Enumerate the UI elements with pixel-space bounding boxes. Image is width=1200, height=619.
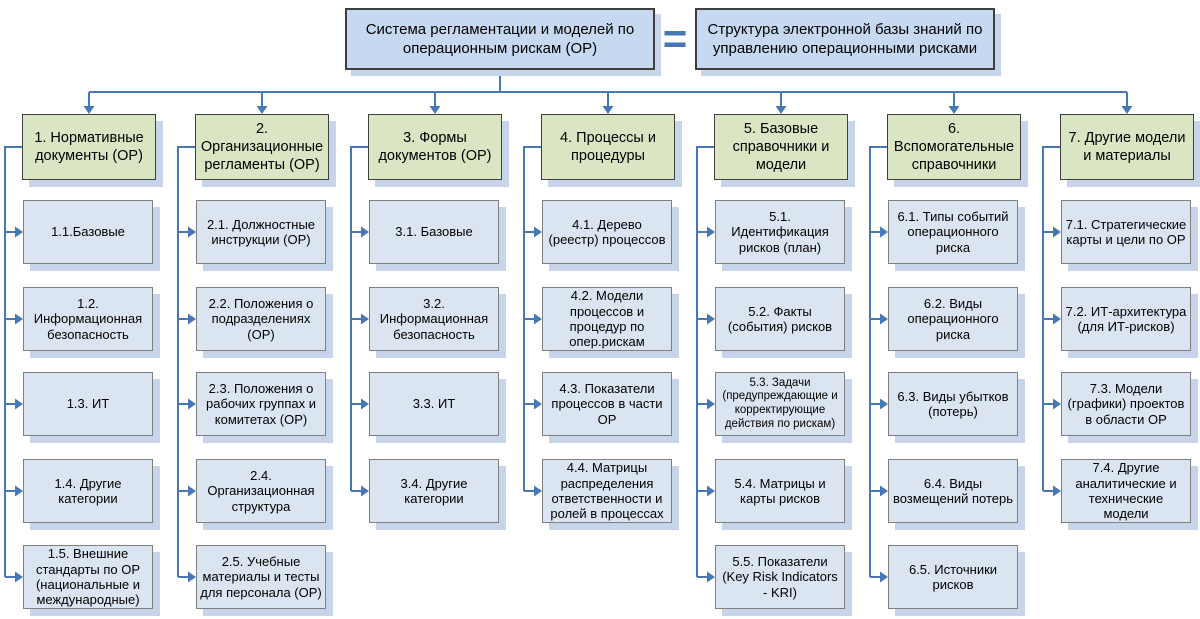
column-item: 3.2. Информационная безопасность <box>369 287 499 351</box>
column-header: 4. Процессы и процедуры <box>541 114 675 180</box>
top-box-knowledge-base: Структура электронной базы знаний по упр… <box>695 8 995 70</box>
column-item: 6.1. Типы событий операционного риска <box>888 200 1018 264</box>
column-item: 5.1. Идентификация рисков (план) <box>715 200 845 264</box>
column-item: 2.2. Положения о подразделениях (ОР) <box>196 287 326 351</box>
column-item: 4.2. Модели процессов и процедур по опер… <box>542 287 672 351</box>
column-item: 1.4. Другие категории <box>23 459 153 523</box>
column-item: 1.2. Информационная безопасность <box>23 287 153 351</box>
column-item: 6.3. Виды убытков (потерь) <box>888 372 1018 436</box>
column-item: 5.5. Показатели (Key Risk Indicators - K… <box>715 545 845 609</box>
column-item: 6.4. Виды возмещений потерь <box>888 459 1018 523</box>
equals-sign: = <box>662 15 688 62</box>
column-header: 2. Организационные регламенты (ОР) <box>195 114 329 180</box>
column-item: 2.5. Учебные материалы и тесты для персо… <box>196 545 326 609</box>
column-item: 7.3. Модели (графики) проектов в области… <box>1061 372 1191 436</box>
top-box-regulation-system: Система регламентации и моделей по опера… <box>345 8 655 70</box>
column-header: 7. Другие модели и материалы <box>1060 114 1194 180</box>
column-item: 3.3. ИТ <box>369 372 499 436</box>
column-item: 7.4. Другие аналитические и технические … <box>1061 459 1191 523</box>
column-item: 3.4. Другие категории <box>369 459 499 523</box>
column-item: 4.4. Матрицы распределения ответственнос… <box>542 459 672 523</box>
column-header: 3. Формы документов (ОР) <box>368 114 502 180</box>
column-item: 2.3. Положения о рабочих группах и комит… <box>196 372 326 436</box>
column-item: 4.1. Дерево (реестр) процессов <box>542 200 672 264</box>
column-item: 6.2. Виды операционного риска <box>888 287 1018 351</box>
column-item: 5.2. Факты (события) рисков <box>715 287 845 351</box>
column-item: 6.5. Источники рисков <box>888 545 1018 609</box>
column-header: 6. Вспомогательные справочники <box>887 114 1021 180</box>
column-header: 5. Базовые справочники и модели <box>714 114 848 180</box>
column-item: 2.4. Организационная структура <box>196 459 326 523</box>
column-header: 1. Нормативные документы (ОР) <box>22 114 156 180</box>
column-item: 7.2. ИТ-архитектура (для ИТ-рисков) <box>1061 287 1191 351</box>
column-item: 3.1. Базовые <box>369 200 499 264</box>
column-item: 1.3. ИТ <box>23 372 153 436</box>
column-item: 4.3. Показатели процессов в части ОР <box>542 372 672 436</box>
column-item: 5.3. Задачи (предупреждающие и корректир… <box>715 372 845 436</box>
column-item: 5.4. Матрицы и карты рисков <box>715 459 845 523</box>
column-item: 7.1. Стратегические карты и цели по ОР <box>1061 200 1191 264</box>
column-item: 1.5. Внешние стандарты по ОР (национальн… <box>23 545 153 609</box>
column-item: 2.1. Должностные инструкции (ОР) <box>196 200 326 264</box>
column-item: 1.1.Базовые <box>23 200 153 264</box>
